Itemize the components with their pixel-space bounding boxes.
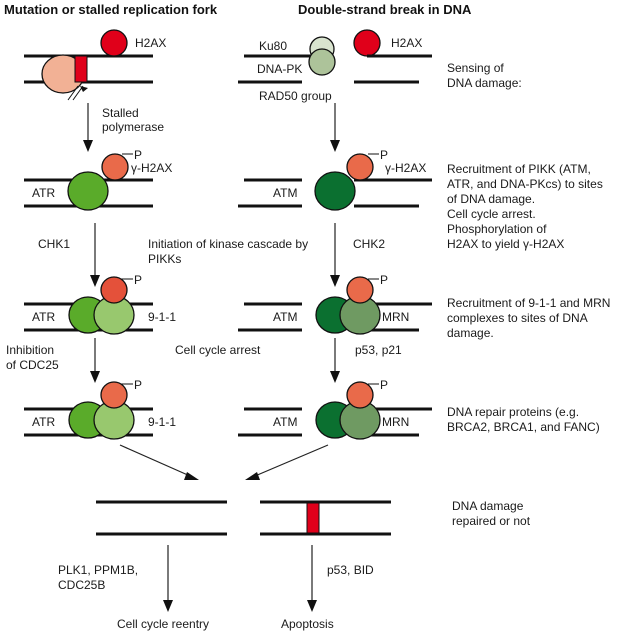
phospho-label: P xyxy=(134,378,142,392)
h2ax-label: H2AX xyxy=(391,36,422,50)
nine-one-one-label: 9-1-1 xyxy=(148,415,176,429)
atr-label: ATR xyxy=(32,415,55,429)
stage3-description: Recruitment of 9-1-1 and MRN complexes t… xyxy=(447,296,614,340)
stage4-description: DNA repair proteins (e.g. BRCA2, BRCA1, … xyxy=(447,405,600,434)
phospho-label: P xyxy=(134,273,142,287)
arrow-converge-right xyxy=(254,444,329,477)
dna-pk-circle xyxy=(308,48,336,76)
lesion-marker xyxy=(74,55,88,83)
stalled-label: Stalled polymerase xyxy=(102,106,164,134)
stage5-damaged-dna xyxy=(260,500,391,536)
arrow-head xyxy=(83,140,93,152)
arrow-head xyxy=(330,140,340,152)
phospho-label: P xyxy=(134,148,142,162)
arrow-converge-left xyxy=(119,444,191,477)
stage1-right: Ku80 DNA-PK RAD50 group H2AX xyxy=(238,29,432,103)
mrn-label: MRN xyxy=(382,310,409,324)
ku80-label: Ku80 xyxy=(259,39,287,53)
atm-label: ATM xyxy=(273,310,297,324)
atm-label: ATM xyxy=(273,186,297,200)
arrow-head xyxy=(184,472,199,480)
stage1-left: H2AX xyxy=(24,29,166,101)
inhibition-cdc25-label: Inhibition of CDC25 xyxy=(6,343,59,372)
dna-pk-label: DNA-PK xyxy=(257,62,302,76)
polymerase-word: polymerase xyxy=(102,120,164,134)
stage5-description: DNA damage repaired or not xyxy=(452,499,531,528)
stage5-repaired-dna xyxy=(96,500,227,536)
cell-cycle-arrest-label: Cell cycle arrest xyxy=(175,343,261,357)
lesion-marker xyxy=(306,502,320,534)
arrow-head xyxy=(307,600,317,612)
chk2-label: CHK2 xyxy=(353,237,385,251)
stage3-right: ATM P MRN xyxy=(238,273,432,335)
atm-label: ATM xyxy=(273,415,297,429)
cell-cycle-reentry-label: Cell cycle reentry xyxy=(117,617,209,631)
phospho-label: P xyxy=(380,378,388,392)
phospho-circle xyxy=(346,381,374,409)
arrow-head xyxy=(245,472,260,480)
phospho-circle xyxy=(100,276,128,304)
atr-label: ATR xyxy=(32,310,55,324)
phospho-label: P xyxy=(380,273,388,287)
arrow-head xyxy=(90,371,100,383)
stall-hatch xyxy=(67,85,79,101)
stage1-description: Sensing of DNA damage: xyxy=(447,61,522,90)
atr-label: ATR xyxy=(32,186,55,200)
stage4-right: ATM P MRN xyxy=(238,378,432,440)
h2ax-circle xyxy=(100,29,128,57)
nine-one-one-label: 9-1-1 xyxy=(148,310,176,324)
stage2-right: ATM P γ-H2AX xyxy=(238,148,432,211)
arrow-head xyxy=(330,275,340,287)
gamma-h2ax-label: γ-H2AX xyxy=(131,161,172,175)
stage2-left: ATR P γ-H2AX xyxy=(24,148,172,211)
header-right: Double-strand break in DNA xyxy=(298,2,472,17)
apoptosis-factors-label: p53, BID xyxy=(327,563,374,577)
gamma-h2ax-label: γ-H2AX xyxy=(385,161,426,175)
stage3-left: ATR P 9-1-1 xyxy=(24,273,176,335)
reentry-factors-label: PLK1, PPM1B, CDC25B xyxy=(58,563,141,592)
atr-circle xyxy=(67,171,109,211)
p53-p21-label: p53, p21 xyxy=(355,343,402,357)
chk1-label: CHK1 xyxy=(38,237,70,251)
arrow-head xyxy=(330,371,340,383)
stall-arrow-head xyxy=(80,86,88,92)
arrow-head xyxy=(90,275,100,287)
phospho-circle xyxy=(346,276,374,304)
mrn-label: MRN xyxy=(382,415,409,429)
phospho-label: P xyxy=(380,148,388,162)
arrow-head xyxy=(163,600,173,612)
rad50-label: RAD50 group xyxy=(259,89,332,103)
kinase-cascade-label: Initiation of kinase cascade by PIKKs xyxy=(148,237,311,266)
header-left: Mutation or stalled replication fork xyxy=(4,2,218,17)
gamma-h2ax-circle xyxy=(101,153,129,181)
h2ax-label: H2AX xyxy=(135,36,166,50)
stage4-left: ATR P 9-1-1 xyxy=(24,378,176,440)
phospho-circle xyxy=(100,381,128,409)
apoptosis-label: Apoptosis xyxy=(281,617,334,631)
stalled-word: Stalled xyxy=(102,106,139,120)
h2ax-circle xyxy=(353,29,381,57)
gamma-h2ax-circle xyxy=(346,153,374,181)
stage2-description: Recruitment of PIKK (ATM, ATR, and DNA-P… xyxy=(447,162,606,251)
atm-circle xyxy=(314,171,356,211)
